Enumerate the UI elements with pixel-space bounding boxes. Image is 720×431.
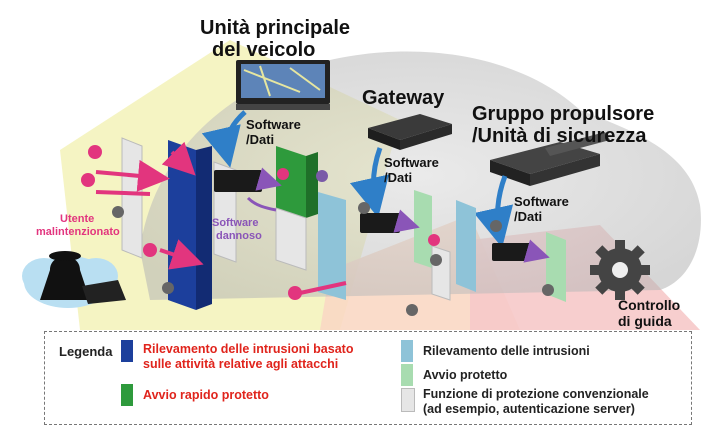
gear-icon [590,240,650,300]
bug-icon [542,284,554,296]
sw-data-label-3b: /Dati [514,209,543,224]
data-arrows [201,110,514,248]
virus-icon [88,145,102,159]
virus-icon [277,168,289,180]
virus-icon [143,243,157,257]
gray-wall-1 [121,137,143,259]
main-unit-title-line1: Unità principale [200,17,351,39]
legend-item-2: Avvio rapido protetto [143,388,269,402]
legend-swatch-gray [401,388,415,412]
arrow-down-3 [473,175,514,248]
sw-data-label-3a: Software [514,194,569,209]
software-arrows [246,167,550,263]
head-unit-device [236,60,330,110]
light-green-wall-2 [546,232,566,302]
ecu-chips [214,170,532,261]
bug-icon [406,304,418,316]
bug-icon [112,206,124,218]
virus-icons [81,145,554,316]
virus-icon [81,173,95,187]
legend-swatch-blue [121,340,133,362]
sw-data-label-2b: /Dati [384,170,413,185]
legend-swatch-light-blue [401,340,413,362]
legend-swatch-light-green [401,364,413,386]
chip-3 [492,243,532,261]
attacker-label-a: Utente [60,213,95,225]
gateway-device [368,17,452,150]
attacker-illustration [22,251,126,308]
legend-swatch-green [121,384,133,406]
legend-item-4: Avvio protetto [423,368,508,382]
virus-icon [288,286,302,300]
bug-icon [162,282,174,294]
bug-icon [430,254,442,266]
chip-2 [360,213,400,233]
light-green-wall-1 [414,190,432,268]
malicious-software-label-a: Software [212,217,259,229]
security-walls [121,137,566,310]
virus-icon [428,234,440,246]
arrow-down-1 [201,110,247,168]
sw-data-label-1b: /Dati [246,132,275,147]
light-blue-wall-1 [318,192,346,300]
main-unit-title-line2: del veicolo [212,39,316,61]
driving-control-label-b: di guida [618,313,672,329]
legend-item-5: Funzione di protezione convenzionale (ad… [423,387,649,416]
gray-wall-3 [275,207,307,271]
light-blue-wall-2 [456,200,476,292]
attack-arrows [95,141,347,295]
bug-icon [358,202,370,214]
legend-item-1: Rilevamento delle intrusioni basato sull… [143,342,354,371]
malicious-software-label-b: dannoso [216,230,262,242]
gray-wall-4 [431,245,451,301]
bug-icon [490,220,502,232]
powertrain-title-line1: Gruppo propulsore [472,103,655,125]
legend: Legenda Rilevamento delle intrusioni bas… [44,331,692,425]
bug-icon [316,170,328,182]
chip-1 [214,170,262,192]
arrow-down-2 [349,147,390,218]
driving-control-label-a: Controllo [618,297,681,313]
green-wall [276,146,306,218]
gateway-title: Gateway [362,87,445,109]
attacker-label-b: malintenzionato [36,226,120,238]
powertrain-title-line2: /Unità di sicurezza [472,125,647,147]
legend-title: Legenda [59,344,113,359]
sw-data-label-2a: Software [384,155,439,170]
legend-item-3: Rilevamento delle intrusioni [423,344,590,358]
sw-data-label-1a: Software [246,117,301,132]
powertrain-device [490,132,610,186]
